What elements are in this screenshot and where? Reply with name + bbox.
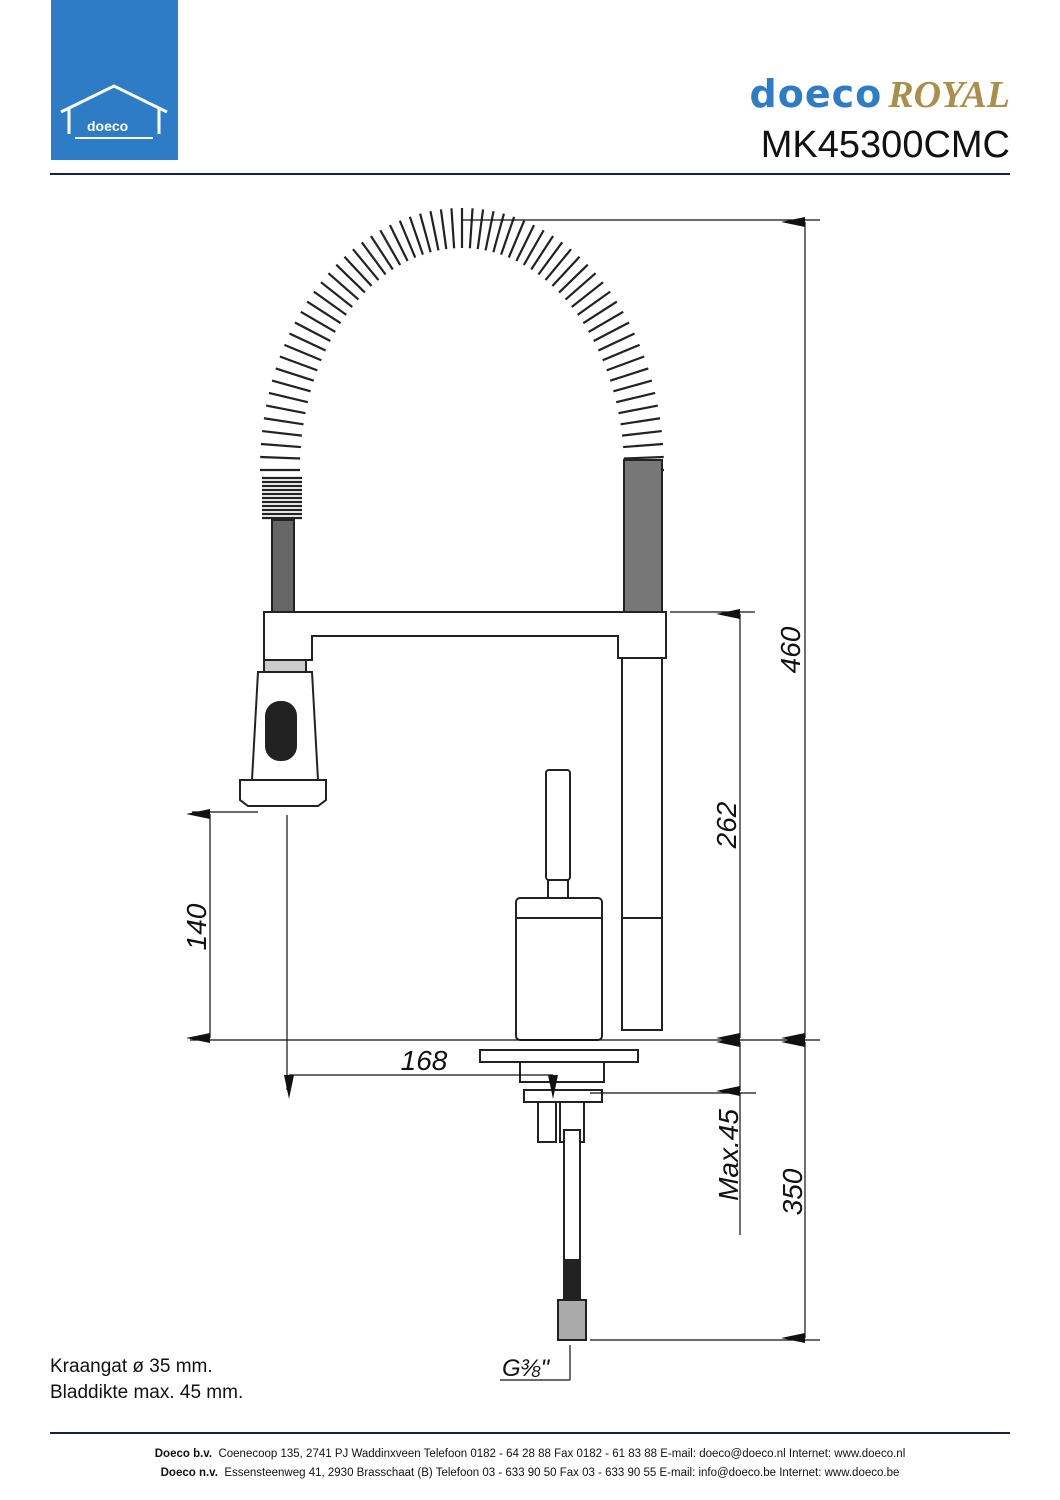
- dimension-lines: [186, 217, 820, 1381]
- coil-winding: [398, 220, 417, 258]
- coil-winding: [551, 255, 581, 287]
- dim-max-thickness: Max.45: [713, 1109, 744, 1201]
- coil-winding: [288, 332, 327, 352]
- coil-winding: [558, 263, 589, 294]
- logo-text: doeco: [87, 118, 129, 134]
- coil-winding: [537, 241, 564, 276]
- coil-winding: [515, 224, 536, 262]
- coil-winding: [577, 290, 611, 316]
- coil-winding: [623, 442, 664, 449]
- dim-outlet-height: 140: [181, 903, 212, 950]
- model-number: MK45300CMC: [760, 124, 1010, 166]
- footer-be-company: Doeco n.v.: [160, 1467, 218, 1479]
- dim-spout-height: 262: [711, 801, 742, 849]
- coil-winding: [408, 216, 424, 255]
- coil-winding: [313, 290, 347, 316]
- coil-winding: [265, 404, 306, 415]
- header-divider: [50, 173, 1010, 175]
- dim-thread: G⅜": [502, 1355, 551, 1382]
- coil-winding: [620, 417, 661, 426]
- coil-winding: [618, 404, 659, 415]
- coil-winding: [564, 272, 597, 301]
- coil-winding: [379, 229, 402, 266]
- coil-winding: [429, 210, 440, 251]
- coil-winding: [544, 248, 572, 281]
- coil-winding: [615, 391, 656, 404]
- coil-winding: [582, 300, 618, 325]
- coil-winding: [602, 343, 641, 362]
- coil-winding: [294, 321, 331, 343]
- coil-winding: [360, 241, 387, 276]
- coil-winding: [419, 213, 432, 253]
- coil-winding: [306, 300, 342, 325]
- coil-winding: [439, 209, 448, 250]
- installation-notes: Kraangat ø 35 mm. Bladdikte max. 45 mm.: [50, 1354, 243, 1406]
- coil-winding: [609, 367, 649, 382]
- dim-hose-length: 350: [777, 1168, 808, 1215]
- coil-winding: [593, 321, 630, 343]
- coil-winding: [623, 455, 664, 460]
- coil-winding: [507, 220, 526, 258]
- footer-be-details: Essensteenweg 41, 2930 Brasschaat (B) Te…: [224, 1467, 900, 1479]
- coil-winding: [484, 210, 495, 251]
- coil-winding: [327, 272, 360, 301]
- doeco-logo: doeco: [51, 0, 178, 160]
- coil-winding: [268, 391, 309, 404]
- coil-winding: [476, 209, 485, 250]
- coil-winding: [522, 229, 545, 266]
- faucet-body: [239, 459, 667, 1341]
- house-icon: [60, 84, 168, 139]
- coil-winding: [450, 208, 456, 249]
- dim-total-height: 460: [775, 626, 806, 673]
- footer-divider: [50, 1432, 1010, 1434]
- coil-winding: [279, 355, 318, 372]
- coil-winding: [260, 455, 301, 460]
- coil-winding: [275, 367, 315, 382]
- coil-winding: [271, 379, 311, 393]
- brand-name: doeco: [749, 72, 883, 116]
- coil-winding: [370, 235, 394, 271]
- coil-winding: [283, 343, 322, 362]
- footer-be: Doeco n.v. Essensteenweg 41, 2930 Brassc…: [0, 1467, 1060, 1479]
- coil-winding: [335, 263, 366, 294]
- coil-winding: [352, 248, 380, 281]
- coil-winding: [613, 379, 653, 393]
- note-tap-hole: Kraangat ø 35 mm.: [50, 1356, 213, 1377]
- coil-winding: [606, 355, 645, 372]
- coil-winding: [621, 429, 662, 437]
- brand-series: ROYAL: [888, 74, 1010, 116]
- coil-winding: [300, 310, 336, 333]
- footer-nl: Doeco b.v. Coenecoop 135, 2741 PJ Waddin…: [0, 1448, 1060, 1460]
- footer-nl-company: Doeco b.v.: [154, 1448, 213, 1460]
- note-sink-thickness: Bladdikte max. 45 mm.: [50, 1382, 244, 1403]
- coil-winding: [262, 429, 303, 437]
- coil-winding: [468, 208, 474, 249]
- coil-winding: [388, 224, 409, 262]
- spring-coil: [260, 208, 664, 520]
- coil-winding: [500, 216, 516, 255]
- coil-winding: [597, 332, 636, 352]
- footer-nl-details: Coenecoop 135, 2741 PJ Waddinxveen Telef…: [218, 1448, 906, 1460]
- coil-winding: [571, 281, 604, 308]
- coil-winding: [343, 255, 373, 287]
- coil-winding: [320, 281, 353, 308]
- dim-reach: 168: [401, 1045, 448, 1076]
- coil-winding: [263, 417, 304, 426]
- coil-winding: [530, 235, 554, 271]
- coil-winding: [588, 310, 624, 333]
- coil-winding: [260, 442, 301, 449]
